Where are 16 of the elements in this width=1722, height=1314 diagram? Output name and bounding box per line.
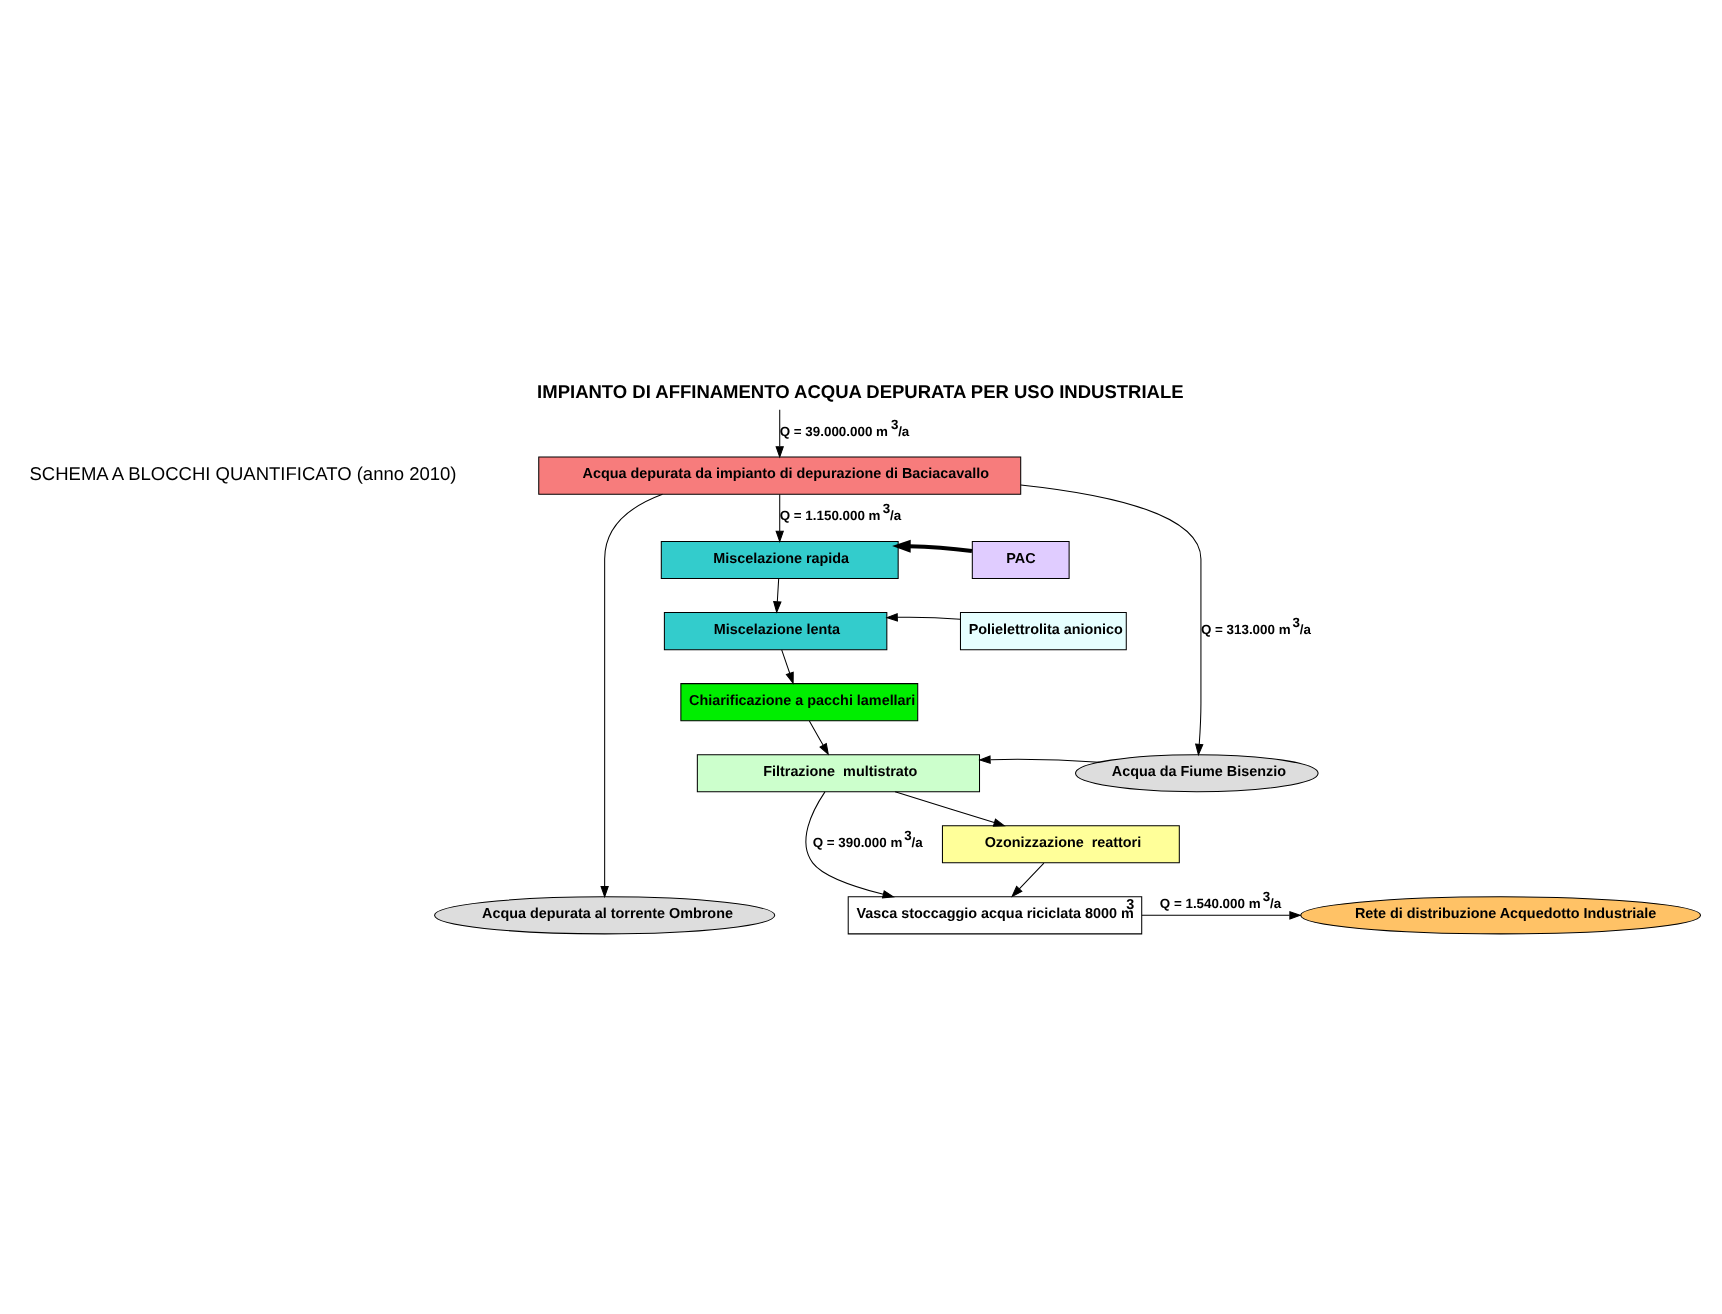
- diagram-title: IMPIANTO DI AFFINAMENTO ACQUA DEPURATA PER USO INDUSTRIALE: [537, 382, 1184, 403]
- arrow: [773, 578, 782, 614]
- label: SCHEMA A BLOCCHI QUANTIFICATO (anno 2010): [29, 464, 457, 485]
- arrow: [775, 409, 785, 459]
- arrow: [781, 649, 794, 685]
- arrow: [775, 494, 785, 543]
- arrow: [978, 755, 1100, 764]
- arrow: [1011, 862, 1045, 898]
- arrow: [1141, 911, 1302, 920]
- arrow: [885, 613, 961, 622]
- arrow: [1020, 484, 1204, 757]
- arrow: [892, 539, 973, 554]
- arrow: [805, 791, 895, 899]
- arrow: [600, 493, 663, 899]
- arrow: [894, 791, 1006, 827]
- arrow: [808, 720, 830, 756]
